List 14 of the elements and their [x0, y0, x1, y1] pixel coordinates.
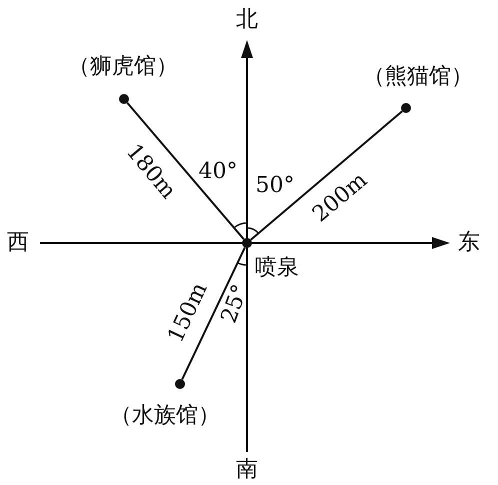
angle-label: 50° [256, 173, 294, 199]
direction-label: 西 [7, 230, 29, 256]
connector-line [250, 110, 403, 241]
connector-line [126, 102, 245, 240]
place-label: （水族馆） [109, 403, 221, 429]
direction-label: 北 [236, 7, 258, 33]
place-label: （狮虎馆） [67, 54, 179, 80]
direction-label: 东 [458, 230, 480, 256]
place-label: 喷泉 [255, 255, 299, 281]
connector-line [181, 247, 246, 380]
place-label: （熊猫馆） [362, 64, 474, 90]
direction-label: 南 [236, 457, 258, 483]
angle-label: 25° [216, 281, 254, 327]
angle-label: 40° [198, 159, 238, 185]
